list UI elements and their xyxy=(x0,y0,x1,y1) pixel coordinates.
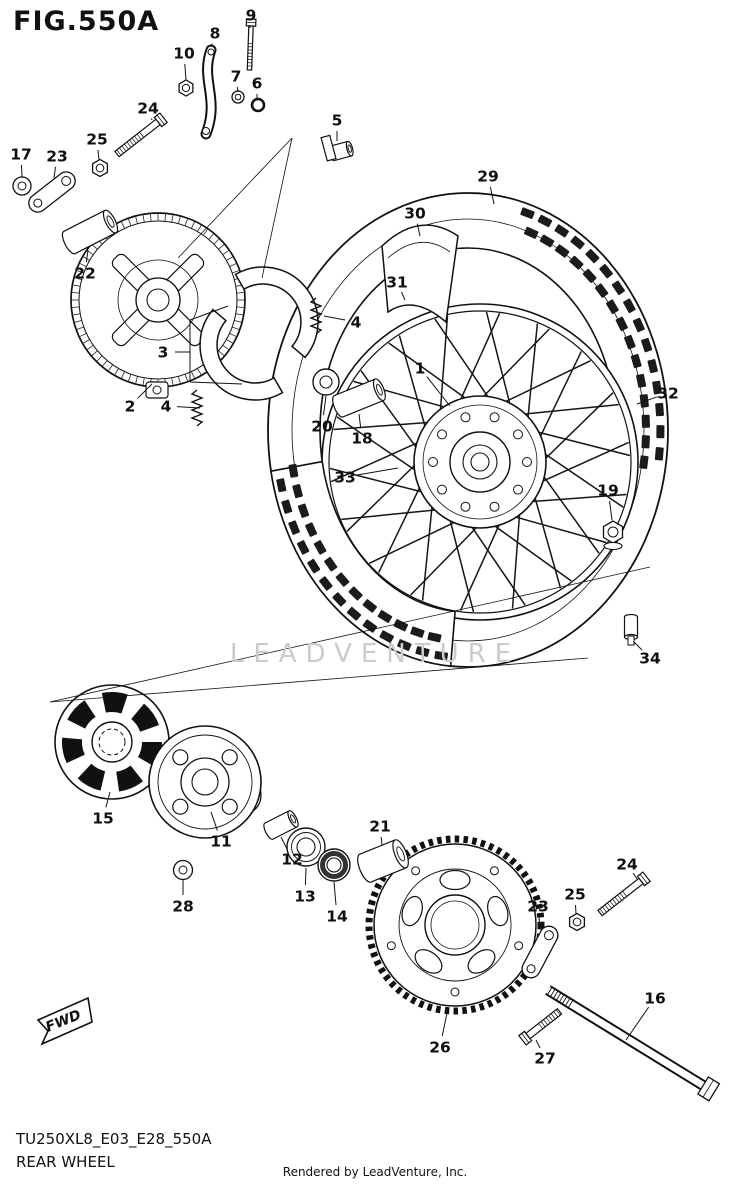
tire-tread-pattern-front xyxy=(276,463,449,661)
callout-6: 6 xyxy=(252,75,263,93)
callout-29: 29 xyxy=(477,168,499,186)
callout-25: 25 xyxy=(86,131,108,149)
callout-24: 24 xyxy=(616,856,638,874)
callout-14: 14 xyxy=(326,908,348,926)
callout-16: 16 xyxy=(644,990,666,1008)
callout-4: 4 xyxy=(351,314,362,332)
callout-26: 26 xyxy=(429,1039,451,1057)
callout-7: 7 xyxy=(231,68,242,86)
callout-bracket xyxy=(175,305,243,385)
sprocket-lightening-holes xyxy=(386,866,524,997)
fwd-direction-flag: FWD xyxy=(36,996,93,1046)
callout-4: 4 xyxy=(161,398,172,416)
callout-18: 18 xyxy=(351,430,373,448)
watermark: LEADVENTURE xyxy=(230,639,520,669)
callout-11: 11 xyxy=(210,833,232,851)
callout-32: 32 xyxy=(657,385,679,403)
brake-spring xyxy=(309,297,323,335)
hub-holes xyxy=(172,749,238,815)
callout-2: 2 xyxy=(125,398,136,416)
callout-9: 9 xyxy=(246,7,257,25)
callout-22: 22 xyxy=(74,265,96,283)
tire-tread-pattern xyxy=(520,207,665,470)
callout-23: 23 xyxy=(46,148,68,166)
callout-19: 19 xyxy=(597,482,619,500)
tire-front-section xyxy=(270,460,456,667)
callout-1: 1 xyxy=(415,360,426,378)
callout-24: 24 xyxy=(137,100,159,118)
callout-12: 12 xyxy=(281,851,303,869)
callout-27: 27 xyxy=(534,1050,556,1068)
callout-3: 3 xyxy=(158,344,169,362)
callout-21: 21 xyxy=(369,818,391,836)
rendered-by: Rendered by LeadVenture, Inc. xyxy=(282,1165,468,1179)
rear-axle xyxy=(545,985,721,1102)
callout-15: 15 xyxy=(92,810,114,828)
callout-30: 30 xyxy=(404,205,426,223)
callout-28: 28 xyxy=(172,898,194,916)
inner-tube-piece xyxy=(381,224,459,324)
spoked-wheel xyxy=(321,303,639,621)
callout-34: 34 xyxy=(639,650,661,668)
part-code: TU250XL8_E03_E28_550A xyxy=(16,1130,212,1148)
callout-25: 25 xyxy=(564,886,586,904)
callout-8: 8 xyxy=(210,25,221,43)
callout-5: 5 xyxy=(332,112,343,130)
callout-13: 13 xyxy=(294,888,316,906)
figure-name: REAR WHEEL xyxy=(16,1153,115,1171)
hub-bolt-holes xyxy=(428,412,532,512)
callout-23: 23 xyxy=(527,898,549,916)
callout-33: 33 xyxy=(334,469,356,487)
projection-lines xyxy=(49,137,651,703)
callout-20: 20 xyxy=(311,418,333,436)
part-callouts: 1234456789101112131415161718192021222323… xyxy=(10,7,679,1068)
cush-drive-damper xyxy=(54,684,170,800)
callout-10: 10 xyxy=(173,45,195,63)
small-parts xyxy=(12,18,651,1046)
rear-sprocket xyxy=(365,835,545,1015)
figure-title: FIG.550A xyxy=(13,6,160,37)
callout-17: 17 xyxy=(10,146,32,164)
wheel-hub xyxy=(148,725,262,839)
callout-31: 31 xyxy=(386,274,408,292)
